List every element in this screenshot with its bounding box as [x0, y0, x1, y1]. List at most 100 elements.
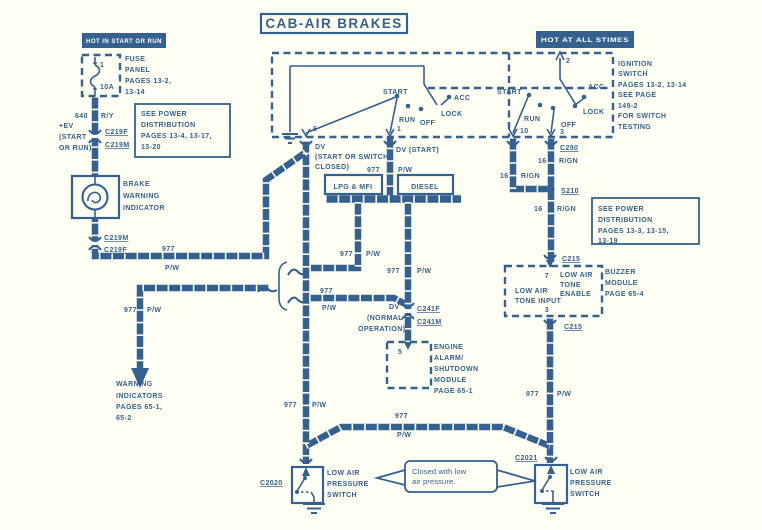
power-note-right: 13-19 [598, 238, 618, 245]
circuit-977-color: P/W [557, 391, 571, 398]
dv-closed-label: CLOSED) [315, 164, 349, 171]
fuse-panel-label: FUSE [125, 56, 145, 63]
c241-connector-icon [401, 302, 415, 320]
ignition-right-wiper [559, 58, 577, 106]
warning-indicators-label: PAGES 65-1, [116, 404, 162, 411]
power-note-right-box [591, 197, 700, 245]
circuit-640: 640 [75, 113, 88, 120]
fuse-rating: 10A [100, 84, 114, 91]
circuit-640-color: R/Y [101, 113, 114, 120]
engine-module-label: ALARM/ [434, 355, 464, 362]
engine-module-label: MODULE [434, 377, 467, 384]
engine-module-label: ENGINE [434, 344, 463, 351]
hatch [311, 202, 362, 272]
wire-977-warning-branch [136, 284, 270, 370]
buzzer-pin-3: 3 [545, 307, 549, 314]
circuit-16: 16 [538, 158, 547, 165]
power-note-right: SEE POWER [598, 206, 644, 213]
ignition-left-wiper [423, 66, 438, 106]
power-note-left: 13-20 [141, 144, 161, 151]
pin-6: 6 [313, 126, 317, 133]
fuse-panel-box [80, 53, 122, 98]
circuit-977-color: P/W [165, 265, 179, 272]
pressure-switch-left-label: SWITCH [327, 492, 357, 499]
pin-3: 3 [560, 129, 564, 136]
power-note-left: PAGES 13-4, 13-17, [141, 133, 212, 140]
pin3-lead [550, 109, 555, 134]
pin10-arrow-icon [508, 128, 518, 138]
banner-left: HOT IN START OR RUN [86, 38, 162, 45]
circuit-16: 16 [534, 206, 543, 213]
connector-c290: C290 [560, 145, 578, 152]
ignition-note: TESTING [618, 124, 651, 131]
pin-1: 1 [397, 126, 401, 133]
diesel-label: DIESEL [411, 184, 439, 191]
connector-c241f: C241F [417, 306, 440, 313]
circuit-977-color: P/W [322, 305, 336, 312]
pressure-switch-right-label: PRESSURE [570, 480, 612, 487]
switch-pos-run: RUN [524, 116, 540, 123]
switch-contact-dot [540, 489, 544, 493]
circuit-977: 977 [162, 246, 175, 253]
pin6-connector-icon [299, 140, 313, 147]
buzzer-pin-7: 7 [545, 273, 549, 280]
lpg-mfi-box [323, 173, 384, 196]
fuse-terminal [93, 87, 97, 91]
splice-hook-icon [287, 296, 309, 304]
c219-connector-icon [88, 129, 102, 144]
lamp-icon [81, 183, 109, 211]
pressure-switch-left-label: LOW AIR [327, 470, 360, 477]
warning-indicators-arrow-icon [131, 368, 149, 388]
banner-right: HOT AT ALL STIMES [541, 37, 629, 44]
switch-pos-start: START [383, 89, 408, 96]
engine-module-label: SHUTDOWN [434, 366, 478, 373]
balloon-tail-right [496, 469, 536, 488]
ignition-note: IGNITION [618, 61, 652, 68]
circuit-16: 16 [500, 173, 509, 180]
splice-s210: S210 [561, 188, 579, 195]
c215-upper-connector-icon [543, 254, 557, 261]
engine-module-pin5-arrow-icon [404, 342, 412, 350]
circuit-977: 977 [367, 167, 380, 174]
lamp-filament-icon [87, 191, 102, 204]
s210-junction-dot [547, 185, 555, 193]
connector-c241m: C241M [417, 319, 442, 326]
switch-pos-off: OFF [420, 120, 436, 127]
circuit-977-color: P/W [147, 307, 161, 314]
ground-icon [303, 502, 325, 515]
banner-right-bar [536, 31, 634, 48]
balloon-tail-left [373, 469, 406, 486]
switch-wiper [296, 477, 306, 492]
ev-label: (START [59, 134, 87, 141]
balloon-box [404, 460, 498, 493]
buzzer-module-label: BUZZER [605, 269, 636, 276]
pin1-arrow-icon [385, 128, 395, 138]
hatch [304, 423, 552, 450]
buzzer-module-box [503, 264, 604, 318]
fuse-panel-label: 13-14 [125, 89, 145, 96]
c219-lower-connector-icon [88, 236, 102, 251]
title-box [259, 12, 409, 35]
brake-warning-label: WARNING [123, 193, 160, 200]
power-note-left-box [134, 103, 231, 158]
symbols [81, 50, 587, 515]
pin1-connector-icon [383, 140, 397, 147]
switch-pos-run: RUN [399, 117, 415, 124]
power-note-right: PAGES 13-3, 13-15, [598, 228, 669, 235]
hatch [509, 137, 549, 193]
dv-closed-label: (START OR SWITCH [315, 154, 389, 161]
splice-hook-icon [287, 268, 309, 276]
engine-module-pin: 5 [398, 349, 402, 356]
c2020-connector-icon [299, 458, 313, 465]
buzzer-module-label: PAGE 65-4 [605, 291, 644, 298]
circuit-977-color: P/W [397, 432, 411, 439]
contact-acc-lead [440, 98, 449, 106]
circuit-977: 977 [284, 402, 297, 409]
pin6-lead [305, 96, 397, 134]
splice-hook-icon [257, 285, 278, 293]
power-note-left: SEE POWER [141, 111, 187, 118]
buzzer-enable-label: LOW AIR [560, 272, 593, 279]
buzzer-pin7-arrow-icon [546, 260, 554, 268]
buzzer-input-label: TONE INPUT [515, 298, 562, 305]
pressure-switch-left-label: PRESSURE [327, 481, 369, 488]
